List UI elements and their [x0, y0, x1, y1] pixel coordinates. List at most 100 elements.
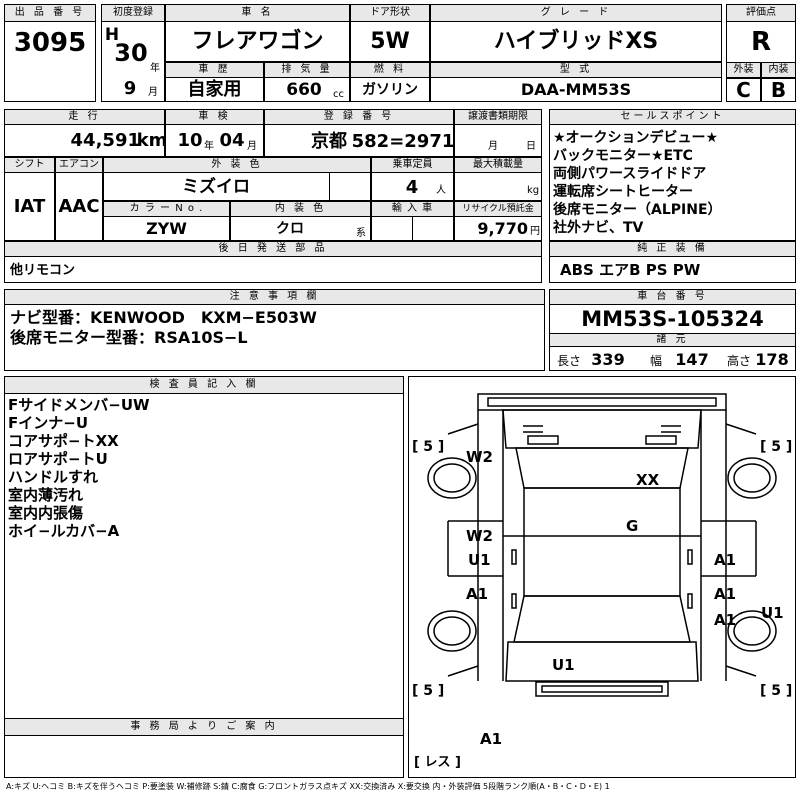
inspector-box: [4, 376, 404, 778]
registration-month-unit: 月: [148, 87, 158, 98]
plate-area: 京都: [311, 131, 347, 152]
notes-header: 注 意 事 項 欄: [4, 289, 545, 305]
interior-color-header: 内 装 色: [230, 201, 371, 217]
displacement-header: 排 気 量: [264, 62, 350, 78]
right-side: [700, 410, 727, 681]
door-header: ドア形状: [350, 4, 430, 22]
roof: [523, 487, 681, 597]
fuel-value: ガソリン: [362, 82, 418, 98]
sales-line: ★オークションデビュー★: [553, 130, 719, 146]
windshield: [515, 447, 689, 489]
interior-color-value: クロ: [276, 221, 304, 237]
transfer-day: 日: [526, 141, 536, 152]
interior-score: B: [770, 78, 787, 102]
inspection-year: 10: [177, 130, 203, 151]
interior-score-cell: [761, 78, 796, 102]
wheel-fr: [727, 457, 777, 499]
grade-header: グ レ ー ド: [430, 4, 722, 22]
recycle-header: リサイクル預託金: [454, 201, 542, 217]
interior-color-unit: 系: [356, 228, 366, 239]
sales-line: 社外ナビ、TV: [553, 220, 644, 236]
legend: A:キズ U:ヘコミ B:キズを伴うヘコミ P:要塗装 W:補修跡 S:錆 C:…: [6, 782, 610, 791]
tailgate: [505, 641, 699, 682]
equipment-value: ABS エアB PS PW: [560, 260, 701, 279]
transfer-header: 譲渡書類期限: [454, 109, 542, 125]
equipment-header: 純 正 装 備: [549, 241, 796, 257]
wheel-fl: [427, 457, 477, 499]
inspection-month-unit: 月: [247, 141, 257, 152]
exterior-score-cell: [726, 78, 761, 102]
inspection-year-unit: 年: [204, 141, 214, 152]
mileage-unit: km: [136, 130, 168, 151]
diagram-box: [408, 376, 796, 778]
rear-window: [513, 595, 691, 643]
inspector-line: ホイ−ルカバ−A: [8, 522, 120, 540]
plate-number: 582=2971: [351, 131, 455, 152]
registration-year-unit: 年: [150, 63, 160, 74]
exterior-color-header: 外 装 色: [103, 157, 371, 173]
later-parts-value: 他リモコン: [10, 262, 76, 278]
lot-number-value: 3095: [13, 28, 87, 58]
length-value: 339: [591, 350, 625, 369]
import-header: 輸 入 車: [371, 201, 454, 217]
plate-header: 登 録 番 号: [264, 109, 454, 125]
damage-mark: A1: [714, 611, 737, 629]
wheel-rr: [727, 610, 777, 652]
damage-mark: XX: [636, 471, 660, 489]
inspector-line: Fインナ−U: [8, 414, 88, 432]
later-parts-header: 後 日 発 送 部 品: [4, 241, 542, 257]
colorno-header: カ ラ ー N o .: [103, 201, 230, 217]
load-header: 最大積載量: [454, 157, 542, 173]
inspection-month: 04: [219, 130, 245, 151]
recycle-unit: 円: [530, 226, 540, 237]
notes-line: 後席モニター型番：RSA10S−L: [10, 328, 248, 347]
model-value: DAA-MM53S: [520, 80, 632, 99]
history-value: 自家用: [187, 79, 242, 100]
damage-mark: U1: [761, 604, 784, 622]
mileage-header: 走 行: [4, 109, 165, 125]
inspector-line: 室内薄汚れ: [8, 486, 84, 504]
import-divider: [412, 217, 413, 241]
capacity-value: 4: [405, 177, 419, 198]
inspector-line: 室内内張傷: [8, 504, 84, 522]
door-value: 5W: [370, 29, 410, 54]
height-label: 高さ: [727, 354, 752, 368]
exterior-color-value: ミズイロ: [182, 176, 250, 197]
sales-header: セールスポイント: [549, 109, 796, 125]
sales-line: 後席モニター（ALPINE）: [553, 202, 722, 218]
capacity-unit: 人: [436, 185, 446, 196]
shift-value: IAT: [13, 196, 46, 217]
tire-rl-tread: [ 5 ]: [412, 683, 445, 699]
colorno-value: ZYW: [146, 219, 187, 238]
dims-header: 諸 元: [549, 333, 796, 347]
displacement-value: 660: [286, 79, 322, 100]
car-name-header: 車 名: [165, 4, 350, 22]
car-name-value: フレアワゴン: [191, 29, 324, 54]
damage-mark: G: [626, 517, 639, 535]
sales-box: [549, 109, 796, 241]
score-header: 評価点: [726, 4, 796, 22]
registration-era: H: [104, 24, 120, 45]
damage-mark: A1: [466, 585, 489, 603]
sales-line: バックモニター★ETC: [553, 148, 693, 164]
registration-header: 初度登録: [101, 4, 165, 22]
width-label: 幅: [650, 354, 663, 368]
exterior-score: C: [736, 78, 751, 102]
office-header: 事 務 局 よ り ご 案 内: [4, 718, 404, 736]
tire-fr-tread: [ 5 ]: [760, 439, 793, 455]
fuel-header: 燃 料: [350, 62, 430, 78]
load-unit: kg: [527, 185, 540, 196]
registration-year: 30: [114, 39, 148, 67]
exterior-score-header: 外装: [726, 62, 761, 78]
notes-line: ナビ型番：KENWOOD KXM−E503W: [10, 308, 317, 327]
damage-mark: U1: [552, 656, 575, 674]
aircon-header: エアコン: [55, 157, 103, 173]
rear-bumper: [535, 681, 669, 697]
tire-fl-tread: [ 5 ]: [412, 439, 445, 455]
capacity-header: 乗車定員: [371, 157, 454, 173]
load-value: [456, 176, 526, 200]
width-value: 147: [675, 350, 709, 369]
inspection-header: 車 検: [165, 109, 264, 125]
displacement-unit: cc: [333, 89, 344, 100]
tire-rr-tread: [ 5 ]: [760, 683, 793, 699]
